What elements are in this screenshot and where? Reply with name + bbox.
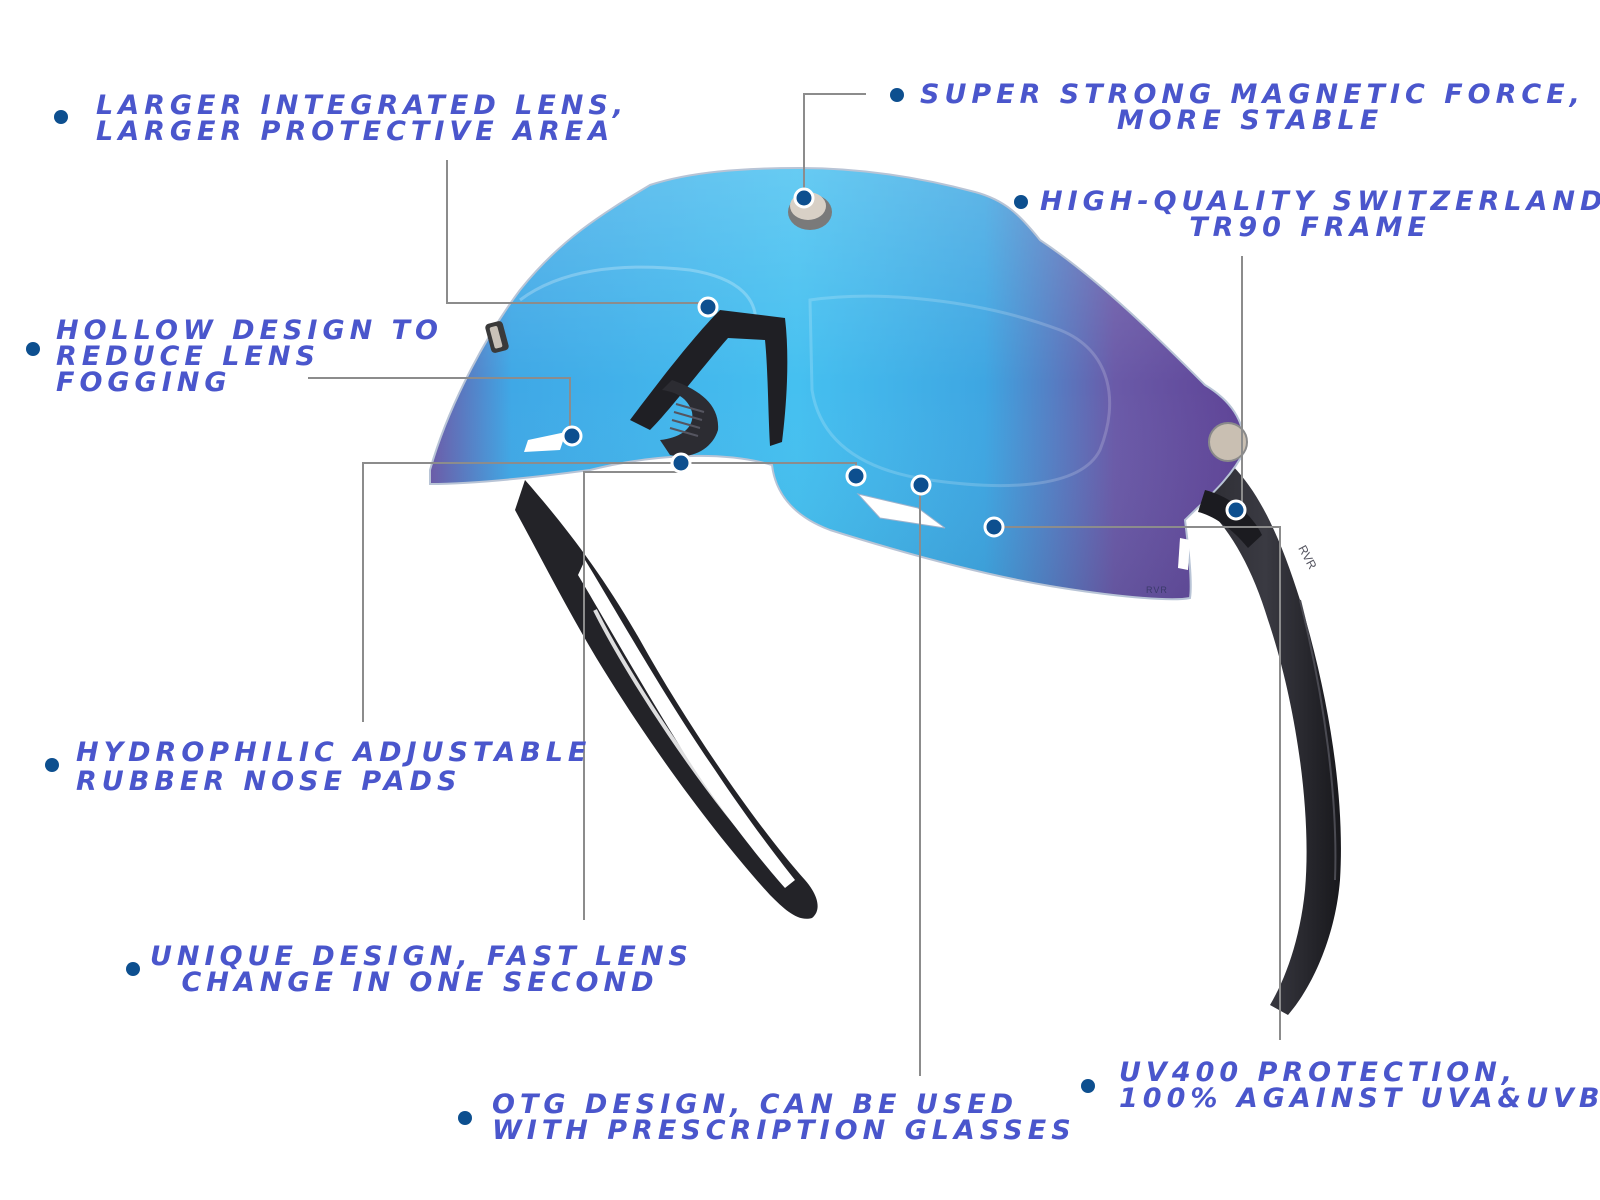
arm-logo: RVR xyxy=(1295,543,1319,572)
feature-tr90-line-2: TR90 FRAME xyxy=(1189,212,1431,243)
feature-nose-pads: HYDROPHILIC ADJUSTABLE RUBBER NOSE PADS xyxy=(76,738,591,796)
feature-otg-line-2: WITH PRESCRIPTION GLASSES xyxy=(492,1115,1076,1146)
dot-uv400 xyxy=(983,516,1005,538)
feature-larger-lens-line-1: LARGER INTEGRATED LENS, xyxy=(96,90,629,121)
feature-otg-design: OTG DESIGN, CAN BE USED WITH PRESCRIPTIO… xyxy=(492,1089,1076,1146)
bullet-magnetic xyxy=(890,88,904,102)
lens-vent-middle xyxy=(856,493,946,529)
feature-tr90-line-1: HIGH-QUALITY SWITZERLAND xyxy=(1040,186,1600,217)
leader-magnetic xyxy=(803,93,866,192)
feature-uv400-line-1: UV400 PROTECTION, xyxy=(1119,1057,1518,1088)
bullet-nose-pads xyxy=(45,758,59,772)
feature-magnetic-line-2: MORE STABLE xyxy=(1116,105,1384,136)
feature-larger-lens-line-2: LARGER PROTECTIVE AREA xyxy=(96,116,615,147)
lens-vent-left xyxy=(524,432,566,452)
dot-magnetic xyxy=(793,187,815,209)
feature-lens-change: UNIQUE DESIGN, FAST LENS CHANGE IN ONE S… xyxy=(150,941,693,998)
leader-lens-change xyxy=(583,471,681,920)
feature-uv400-line-2: 100% AGAINST UVA&UVB xyxy=(1119,1083,1600,1114)
temple-arm-cutout xyxy=(578,560,795,888)
feature-hollow-line-1: HOLLOW DESIGN TO xyxy=(56,315,444,346)
dot-hollow xyxy=(561,425,583,447)
leader-uv400 xyxy=(994,526,1281,1040)
callout-dots xyxy=(561,187,1247,538)
feature-nose-pads-line-1: HYDROPHILIC ADJUSTABLE xyxy=(76,737,592,768)
feature-hollow-line-3: FOGGING xyxy=(56,367,232,398)
lens-logo: RVR xyxy=(1146,585,1168,595)
lens-vent-right xyxy=(1178,538,1190,570)
feature-lens-change-line-1: UNIQUE DESIGN, FAST LENS xyxy=(150,941,693,972)
feature-magnetic-force: SUPER STRONG MAGNETIC FORCE, MORE STABLE xyxy=(920,79,1585,136)
nose-bridge xyxy=(630,310,788,446)
side-hinge-left xyxy=(485,321,509,353)
bullet-larger-lens xyxy=(54,110,68,124)
nose-pad xyxy=(660,380,719,457)
feature-hollow-design: HOLLOW DESIGN TO REDUCE LENS FOGGING xyxy=(56,315,444,398)
leader-hollow xyxy=(308,377,571,435)
feature-uv400: UV400 PROTECTION, 100% AGAINST UVA&UVB xyxy=(1119,1057,1600,1114)
bullet-hollow xyxy=(26,342,40,356)
feature-lens-change-line-2: CHANGE IN ONE SECOND xyxy=(181,967,659,998)
bullet-tr90 xyxy=(1014,195,1028,209)
feature-tr90-frame: HIGH-QUALITY SWITZERLAND TR90 FRAME xyxy=(1040,186,1600,243)
feature-hollow-line-2: REDUCE LENS xyxy=(56,341,320,372)
feature-nose-pads-line-2: RUBBER NOSE PADS xyxy=(76,766,462,797)
leader-larger-lens xyxy=(446,160,708,304)
dot-otg xyxy=(910,474,932,496)
bullet-uv400 xyxy=(1081,1079,1095,1093)
feature-magnetic-line-1: SUPER STRONG MAGNETIC FORCE, xyxy=(920,79,1585,110)
magnet-button-side xyxy=(1208,422,1248,462)
dot-nose-pads xyxy=(670,452,692,474)
dot-tr90 xyxy=(1225,499,1247,521)
feature-larger-lens: LARGER INTEGRATED LENS, LARGER PROTECTIV… xyxy=(96,90,629,147)
dot-larger-lens xyxy=(697,296,719,318)
bullet-otg xyxy=(458,1111,472,1125)
dot-lens-change xyxy=(845,465,867,487)
bullet-lens-change xyxy=(126,962,140,976)
feature-otg-line-1: OTG DESIGN, CAN BE USED xyxy=(492,1089,1019,1120)
